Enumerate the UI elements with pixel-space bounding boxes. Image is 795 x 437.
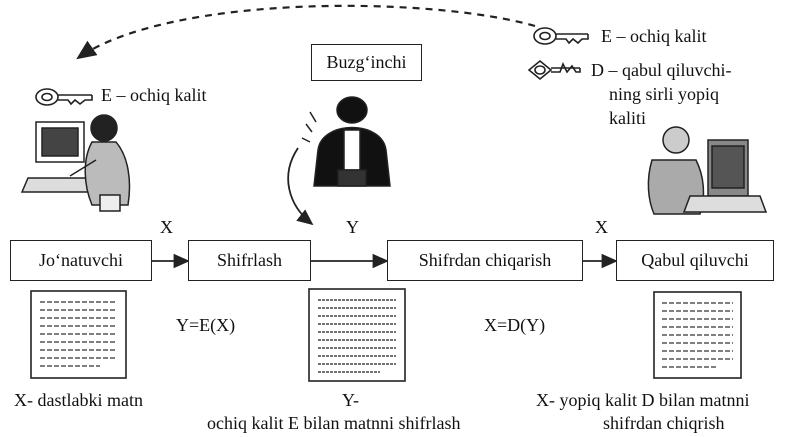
- public-key-legend: E – ochiq kalit: [601, 26, 707, 46]
- ciphertext-caption-line2: ochiq kalit E bilan matnni shifrlash: [207, 413, 461, 433]
- decrypt-formula: X=D(Y): [484, 315, 546, 335]
- decrypted-document-icon: [653, 291, 742, 379]
- ciphertext-caption-line1: Y-: [342, 390, 359, 410]
- encrypt-label: Shifrlash: [217, 250, 282, 270]
- private-key-legend-line1: D – qabul qiluvchi-: [591, 60, 732, 80]
- attacker-intercept-arrow: [287, 147, 314, 226]
- public-key-transfer-arrow: [76, 4, 536, 60]
- plaintext-document-icon: [30, 290, 127, 379]
- sender-label: Jo‘natuvchi: [39, 250, 123, 270]
- receiver-computer-icon: [647, 126, 768, 215]
- decrypt-label: Shifrdan chiqarish: [418, 250, 552, 270]
- arrow-label-x1: X: [160, 217, 173, 237]
- receiver-box: Qabul qiluvchi: [616, 240, 774, 281]
- arrow-label-y: Y: [346, 217, 359, 237]
- attacker-label: Buzg‘inchi: [326, 52, 407, 72]
- encrypt-formula: Y=E(X): [176, 315, 236, 335]
- decrypted-caption-line1: X- yopiq kalit D bilan matnni: [536, 390, 750, 410]
- private-key-icon: [527, 59, 581, 81]
- plaintext-caption: X- dastlabki matn: [14, 390, 143, 410]
- attacker-label-box: Buzg‘inchi: [311, 44, 422, 81]
- encrypt-box: Shifrlash: [188, 240, 311, 281]
- private-key-legend-line2: ning sirli yopiq: [609, 84, 720, 104]
- sender-key-icon: [35, 88, 93, 106]
- private-key-legend-line3: kaliti: [609, 108, 646, 128]
- ciphertext-document-icon: [308, 288, 406, 382]
- decrypted-caption-line2: shifrdan chiqrish: [603, 413, 725, 433]
- sender-box: Jo‘natuvchi: [10, 240, 152, 281]
- attacker-icon: [301, 96, 391, 187]
- receiver-label: Qabul qiluvchi: [641, 250, 749, 270]
- sender-computer-icon: [20, 114, 131, 212]
- key-icon: [533, 27, 589, 45]
- decrypt-box: Shifrdan chiqarish: [387, 240, 583, 281]
- sender-key-label: E – ochiq kalit: [101, 85, 207, 105]
- arrow-label-x2: X: [595, 217, 608, 237]
